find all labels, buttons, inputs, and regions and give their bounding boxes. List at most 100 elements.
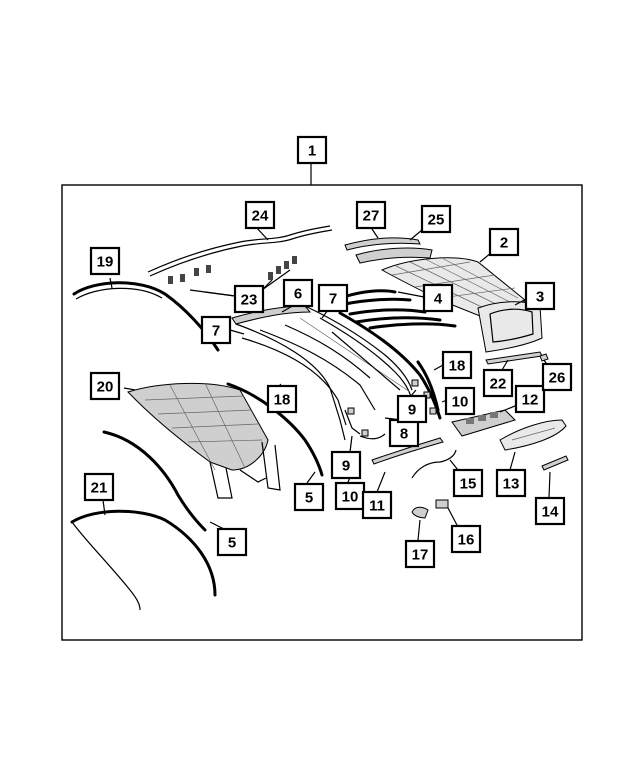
callout-label: 9 bbox=[408, 402, 416, 419]
callout-label: 16 bbox=[458, 532, 475, 549]
seal-19-drawing bbox=[72, 281, 220, 352]
callout-box bbox=[317, 283, 349, 313]
callout-box bbox=[216, 527, 248, 557]
callout-box bbox=[89, 246, 121, 276]
callout-c15: 15 bbox=[452, 468, 484, 498]
callout-box bbox=[296, 135, 328, 165]
callout-label: 23 bbox=[241, 292, 258, 309]
callout-c1: 1 bbox=[296, 135, 328, 165]
callout-label: 2 bbox=[500, 235, 508, 252]
callout-label: 18 bbox=[449, 358, 466, 375]
callout-box bbox=[233, 284, 265, 314]
callout-c5b: 5 bbox=[216, 527, 248, 557]
callout-label: 26 bbox=[549, 370, 566, 387]
callout-label: 25 bbox=[428, 212, 445, 229]
header-bar-11-drawing bbox=[371, 437, 444, 465]
callout-box bbox=[534, 496, 566, 526]
callout-box bbox=[452, 468, 484, 498]
strip-22-drawing bbox=[485, 351, 543, 365]
callout-c14: 14 bbox=[534, 496, 566, 526]
callout-box bbox=[83, 472, 115, 502]
callout-box bbox=[441, 350, 473, 380]
callout-box bbox=[422, 283, 454, 313]
callout-c23: 23 bbox=[233, 284, 265, 314]
callout-label: 4 bbox=[434, 291, 443, 308]
seal-5-lower-drawing bbox=[102, 430, 207, 532]
callout-label: 19 bbox=[97, 254, 114, 271]
callout-box bbox=[482, 368, 514, 398]
callout-c2: 2 bbox=[488, 227, 520, 257]
callout-box bbox=[404, 539, 436, 569]
callout-c20: 20 bbox=[89, 371, 121, 401]
callout-box bbox=[524, 281, 556, 311]
callout-label: 9 bbox=[342, 458, 350, 475]
callout-box bbox=[541, 362, 573, 392]
callout-c13: 13 bbox=[495, 468, 527, 498]
callout-label: 15 bbox=[460, 476, 477, 493]
cable-24-inner bbox=[149, 229, 333, 277]
callout-c7a: 7 bbox=[317, 283, 349, 313]
callout-box bbox=[396, 394, 428, 424]
callout-c4: 4 bbox=[422, 283, 454, 313]
callout-label: 10 bbox=[342, 489, 359, 506]
callout-box bbox=[514, 384, 546, 414]
soft-top-20-drawing bbox=[127, 382, 281, 499]
clips-23-drawing bbox=[168, 256, 297, 284]
callout-c5a: 5 bbox=[293, 482, 325, 512]
latch-12-drawing bbox=[451, 409, 516, 437]
callout-c18a: 18 bbox=[441, 350, 473, 380]
callout-label: 20 bbox=[97, 379, 114, 396]
callout-box bbox=[420, 204, 452, 234]
callout-box bbox=[330, 450, 362, 480]
callout-c10b: 10 bbox=[334, 481, 366, 511]
callout-c21: 21 bbox=[83, 472, 115, 502]
seal-18-left-drawing bbox=[226, 382, 324, 477]
callout-box bbox=[495, 468, 527, 498]
callout-c26: 26 bbox=[541, 362, 573, 392]
callout-label: 5 bbox=[305, 490, 313, 507]
callout-label: 6 bbox=[294, 286, 302, 303]
header-27-25-drawing bbox=[344, 237, 433, 264]
callout-label: 8 bbox=[400, 426, 408, 443]
callout-c22: 22 bbox=[482, 368, 514, 398]
callout-c19: 19 bbox=[89, 246, 121, 276]
callout-label: 24 bbox=[252, 208, 269, 225]
callout-label: 7 bbox=[212, 323, 220, 340]
assembly-frame bbox=[61, 184, 583, 641]
callout-box bbox=[244, 200, 276, 230]
callout-label: 14 bbox=[542, 504, 559, 521]
motor-17-drawing bbox=[411, 506, 429, 519]
callout-c10a: 10 bbox=[444, 386, 476, 416]
cable-24-drawing bbox=[147, 225, 331, 273]
callout-box bbox=[89, 371, 121, 401]
frame-bows-drawing bbox=[231, 305, 413, 441]
callout-c24: 24 bbox=[244, 200, 276, 230]
callout-c18b: 18 bbox=[266, 384, 298, 414]
callout-label: 11 bbox=[369, 498, 385, 515]
callout-c17: 17 bbox=[404, 539, 436, 569]
callout-label: 27 bbox=[363, 208, 380, 225]
callout-label: 12 bbox=[522, 392, 539, 409]
seal-18-right-drawing bbox=[416, 360, 440, 412]
switch-16-drawing bbox=[435, 499, 449, 509]
callout-c16: 16 bbox=[450, 524, 482, 554]
callout-c3: 3 bbox=[524, 281, 556, 311]
callout-label: 5 bbox=[228, 535, 236, 552]
rear-window-3-drawing bbox=[477, 301, 543, 353]
callout-c27: 27 bbox=[355, 200, 387, 230]
callout-c12: 12 bbox=[514, 384, 546, 414]
callout-label: 18 bbox=[274, 392, 291, 409]
callout-box bbox=[266, 384, 298, 414]
callout-box bbox=[200, 315, 232, 345]
wire-15-drawing bbox=[411, 449, 457, 479]
trim-13-drawing bbox=[499, 419, 567, 451]
callout-label: 7 bbox=[329, 291, 337, 308]
callout-c7b: 7 bbox=[200, 315, 232, 345]
callout-label: 21 bbox=[91, 480, 108, 497]
callout-label: 17 bbox=[412, 547, 429, 564]
callout-c25: 25 bbox=[420, 204, 452, 234]
callout-c9a: 9 bbox=[396, 394, 428, 424]
seal-21-drawing bbox=[70, 509, 217, 611]
callout-box bbox=[444, 386, 476, 416]
